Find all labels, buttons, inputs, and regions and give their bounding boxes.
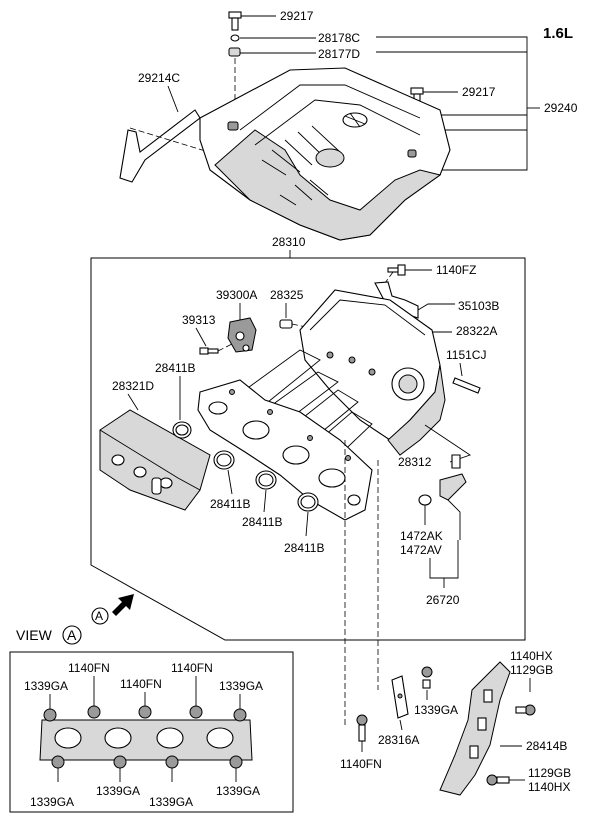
bolt-1140hx-top bbox=[515, 704, 536, 716]
cover-group-bracket-line bbox=[376, 36, 528, 171]
gb-top-label: 1129GB bbox=[510, 663, 553, 677]
bolt-1140fn bbox=[356, 714, 368, 742]
bolt-1140hx-bottom bbox=[486, 774, 510, 786]
view-top-leaders bbox=[49, 676, 241, 712]
bracket-stay-label: 28414B bbox=[526, 739, 567, 753]
sensor-label: 39300A bbox=[216, 288, 257, 302]
gasket-c-leader bbox=[263, 489, 267, 513]
hx-top-label: 1140HX bbox=[510, 649, 552, 663]
view-fn-mid-label: 1140FN bbox=[120, 677, 162, 691]
view-title-prefix: VIEW bbox=[16, 627, 53, 643]
bolt-top-label: 29217 bbox=[280, 9, 314, 23]
clamp-ring bbox=[418, 494, 432, 506]
pin-label: 28325 bbox=[270, 288, 304, 302]
heat-shield-leader bbox=[127, 393, 139, 411]
view-a-frame bbox=[9, 651, 294, 813]
gasket-b-label: 28411B bbox=[210, 497, 250, 511]
view-ga-bot-4-label: 1339GA bbox=[216, 784, 260, 798]
bolt-39313-leader bbox=[195, 327, 207, 347]
hose-right-leader bbox=[447, 499, 461, 540]
gasket-a-label: 28411B bbox=[155, 361, 195, 375]
stud-label: 1151CJ bbox=[446, 348, 486, 362]
gasket-d-leader bbox=[305, 511, 309, 537]
gb-bot-label: 1129GB bbox=[528, 766, 571, 780]
view-bottom-leaders bbox=[57, 758, 237, 782]
view-ga-bot-1-label: 1339GA bbox=[30, 795, 74, 809]
heat-shield-label: 28321D bbox=[112, 379, 154, 393]
stud-leader bbox=[459, 362, 463, 377]
view-title-letter: A bbox=[67, 627, 77, 643]
bolt-right-label: 29217 bbox=[462, 85, 496, 99]
bolt-39313-axis bbox=[217, 343, 233, 352]
gasket-a-inner bbox=[175, 424, 189, 436]
view-fn-right-label: 1140FN bbox=[171, 661, 213, 675]
hose-assy-label: 26720 bbox=[426, 593, 460, 607]
stay-28316a bbox=[391, 675, 409, 719]
cover-bolt-top bbox=[228, 11, 242, 31]
hose-leader bbox=[424, 424, 472, 463]
view-ga-bot-3-label: 1339GA bbox=[149, 795, 193, 809]
gasket-b-leader bbox=[227, 469, 233, 495]
intake-manifold bbox=[197, 289, 446, 521]
grommet-label: 28177D bbox=[318, 47, 360, 61]
manifold-assy-label: 28310 bbox=[272, 235, 306, 249]
view-nuts-bottom bbox=[51, 755, 243, 769]
view-arrow-letter: A bbox=[95, 609, 103, 623]
bolt-1140fz bbox=[387, 264, 406, 276]
bracket-b-label: 35103B bbox=[458, 299, 499, 313]
map-sensor bbox=[227, 317, 257, 353]
stud-1151cj bbox=[452, 377, 481, 394]
heat-shield bbox=[99, 409, 211, 511]
clamp-av-label: 1472AV bbox=[400, 543, 442, 557]
gasket-d-label: 28411B bbox=[284, 541, 324, 555]
clamp-ak-label: 1472AK bbox=[400, 529, 443, 543]
hose-label: 28312 bbox=[398, 455, 432, 469]
view-ga-top-right-label: 1339GA bbox=[219, 679, 263, 693]
engine-label: 1.6L bbox=[543, 25, 573, 42]
nut-1339ga bbox=[421, 666, 433, 689]
bracket-leader bbox=[167, 85, 179, 113]
cover-bracket bbox=[119, 109, 201, 183]
bracket-28414b bbox=[439, 661, 511, 796]
view-nuts-top bbox=[43, 705, 247, 722]
gasket-d-inner bbox=[300, 495, 316, 509]
view-fn-left-label: 1140FN bbox=[68, 661, 110, 675]
cover-assy-label: 29240 bbox=[544, 101, 578, 115]
gasket-c-inner bbox=[258, 473, 274, 487]
view-arrow-circle bbox=[91, 607, 109, 625]
hx-bot-label: 1140HX bbox=[528, 780, 570, 794]
washer-top bbox=[230, 34, 240, 42]
bracket-b-leader bbox=[417, 303, 455, 311]
engine-cover bbox=[199, 67, 451, 241]
view-ga-bot-2-label: 1339GA bbox=[96, 784, 140, 798]
stay-leader bbox=[399, 719, 403, 731]
washer-label: 28178C bbox=[318, 31, 360, 45]
hose-28312 bbox=[451, 454, 461, 469]
bracket-label: 29214C bbox=[138, 71, 180, 85]
bolt-39313 bbox=[199, 347, 219, 355]
view-flange bbox=[39, 719, 253, 761]
gasket-b-inner bbox=[216, 453, 232, 467]
bolt-39313-label: 39313 bbox=[182, 313, 216, 327]
gasket-c-label: 28411B bbox=[242, 515, 282, 529]
pin-28325 bbox=[279, 319, 293, 329]
bolt-fz-label: 1140FZ bbox=[436, 263, 476, 277]
grommet-top bbox=[228, 47, 241, 57]
view-arrow bbox=[112, 594, 134, 616]
view-ga-top-left-label: 1339GA bbox=[24, 679, 68, 693]
hose-26720-body bbox=[439, 473, 467, 501]
nut-ga-label: 1339GA bbox=[414, 703, 458, 717]
view-title-circle bbox=[62, 625, 82, 645]
manifold-body-label: 28322A bbox=[456, 324, 497, 338]
stay-label: 28316A bbox=[378, 733, 419, 747]
bolt-fn-label: 1140FN bbox=[340, 757, 382, 771]
manifold-group-frame bbox=[90, 257, 526, 641]
